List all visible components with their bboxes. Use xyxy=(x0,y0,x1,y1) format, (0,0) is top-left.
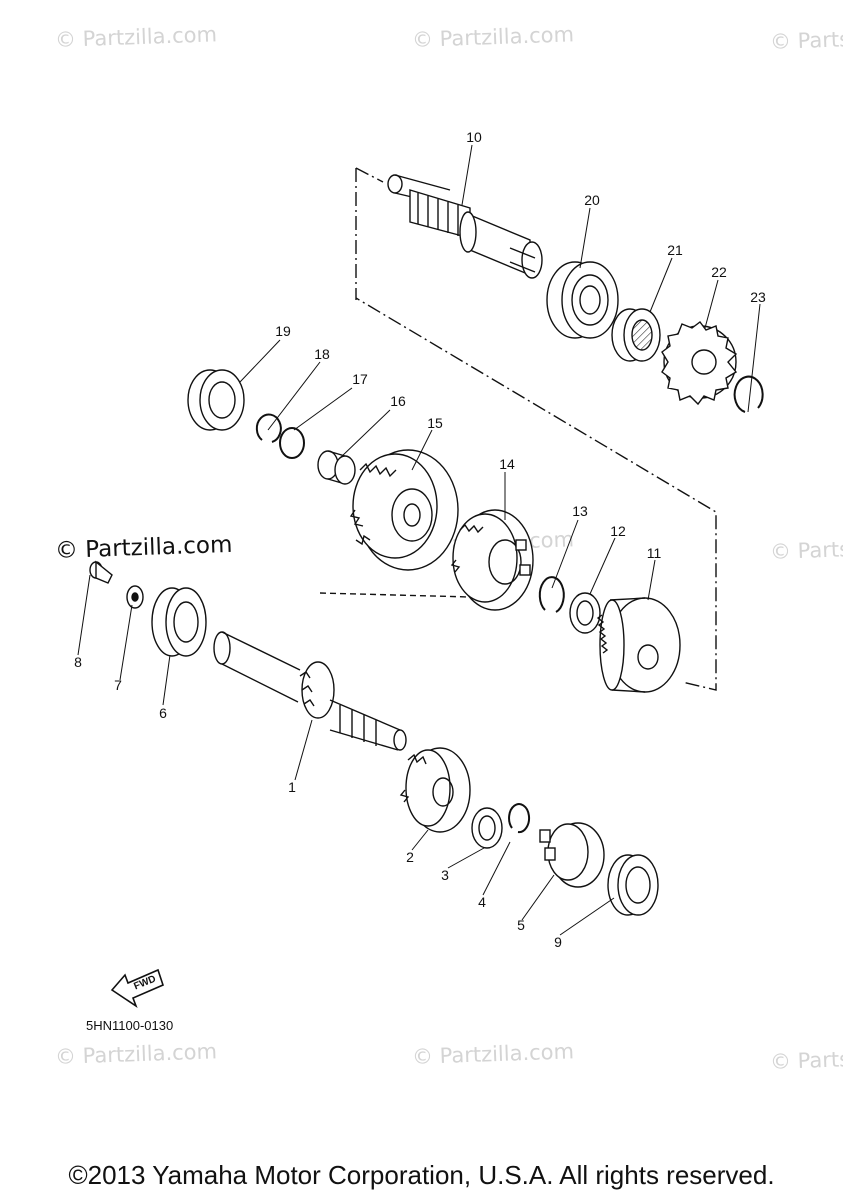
part-label-3[interactable]: 3 xyxy=(441,867,449,883)
washer-7 xyxy=(126,585,144,609)
collar-16 xyxy=(317,450,356,485)
part-label-7[interactable]: 7 xyxy=(114,677,122,693)
screw-8 xyxy=(89,560,113,584)
part-label-13[interactable]: 13 xyxy=(572,503,588,519)
bearing-21 xyxy=(611,308,661,362)
part-label-14[interactable]: 14 xyxy=(499,456,515,472)
diagram-code: 5HN1100-0130 xyxy=(86,1018,174,1033)
gear-5 xyxy=(539,822,605,888)
part-label-2[interactable]: 2 xyxy=(406,849,414,865)
part-label-6[interactable]: 6 xyxy=(159,705,167,721)
part-label-5[interactable]: 5 xyxy=(517,917,525,933)
bearing-6 xyxy=(151,587,207,657)
part-label-4[interactable]: 4 xyxy=(478,894,486,910)
circlip-23 xyxy=(733,375,764,413)
shaft-10 xyxy=(387,174,543,279)
gear-14 xyxy=(450,509,534,611)
part-label-8[interactable]: 8 xyxy=(74,654,82,670)
part-label-16[interactable]: 16 xyxy=(390,393,406,409)
gear-11 xyxy=(596,597,681,693)
bearing-9 xyxy=(607,854,659,916)
circlip-13 xyxy=(538,576,565,613)
gear-2 xyxy=(399,747,471,833)
splined-washer-12 xyxy=(569,592,601,634)
part-label-15[interactable]: 15 xyxy=(427,415,443,431)
part-label-11[interactable]: 11 xyxy=(646,545,662,561)
part-label-18[interactable]: 18 xyxy=(314,346,330,362)
copyright-text: ©2013 Yamaha Motor Corporation, U.S.A. A… xyxy=(68,1160,775,1190)
part-label-17[interactable]: 17 xyxy=(352,371,368,387)
part-label-20[interactable]: 20 xyxy=(584,192,600,208)
washer-17 xyxy=(279,427,305,459)
circlip-4 xyxy=(508,803,531,834)
part-label-12[interactable]: 12 xyxy=(610,523,626,539)
part-label-10[interactable]: 10 xyxy=(466,129,482,145)
part-label-19[interactable]: 19 xyxy=(275,323,291,339)
gear-15 xyxy=(349,449,459,571)
bearing-19 xyxy=(187,369,245,431)
fwd-arrow-icon xyxy=(110,968,164,1009)
part-label-22[interactable]: 22 xyxy=(711,264,727,280)
axle-1 xyxy=(213,631,407,751)
bearing-20 xyxy=(546,261,619,339)
splined-washer-3 xyxy=(471,807,503,849)
circlip-18 xyxy=(255,413,282,443)
part-label-23[interactable]: 23 xyxy=(750,289,766,305)
part-label-1[interactable]: 1 xyxy=(288,779,296,795)
part-label-21[interactable]: 21 xyxy=(667,242,683,258)
sprocket-22 xyxy=(661,321,738,406)
part-label-9[interactable]: 9 xyxy=(554,934,562,950)
